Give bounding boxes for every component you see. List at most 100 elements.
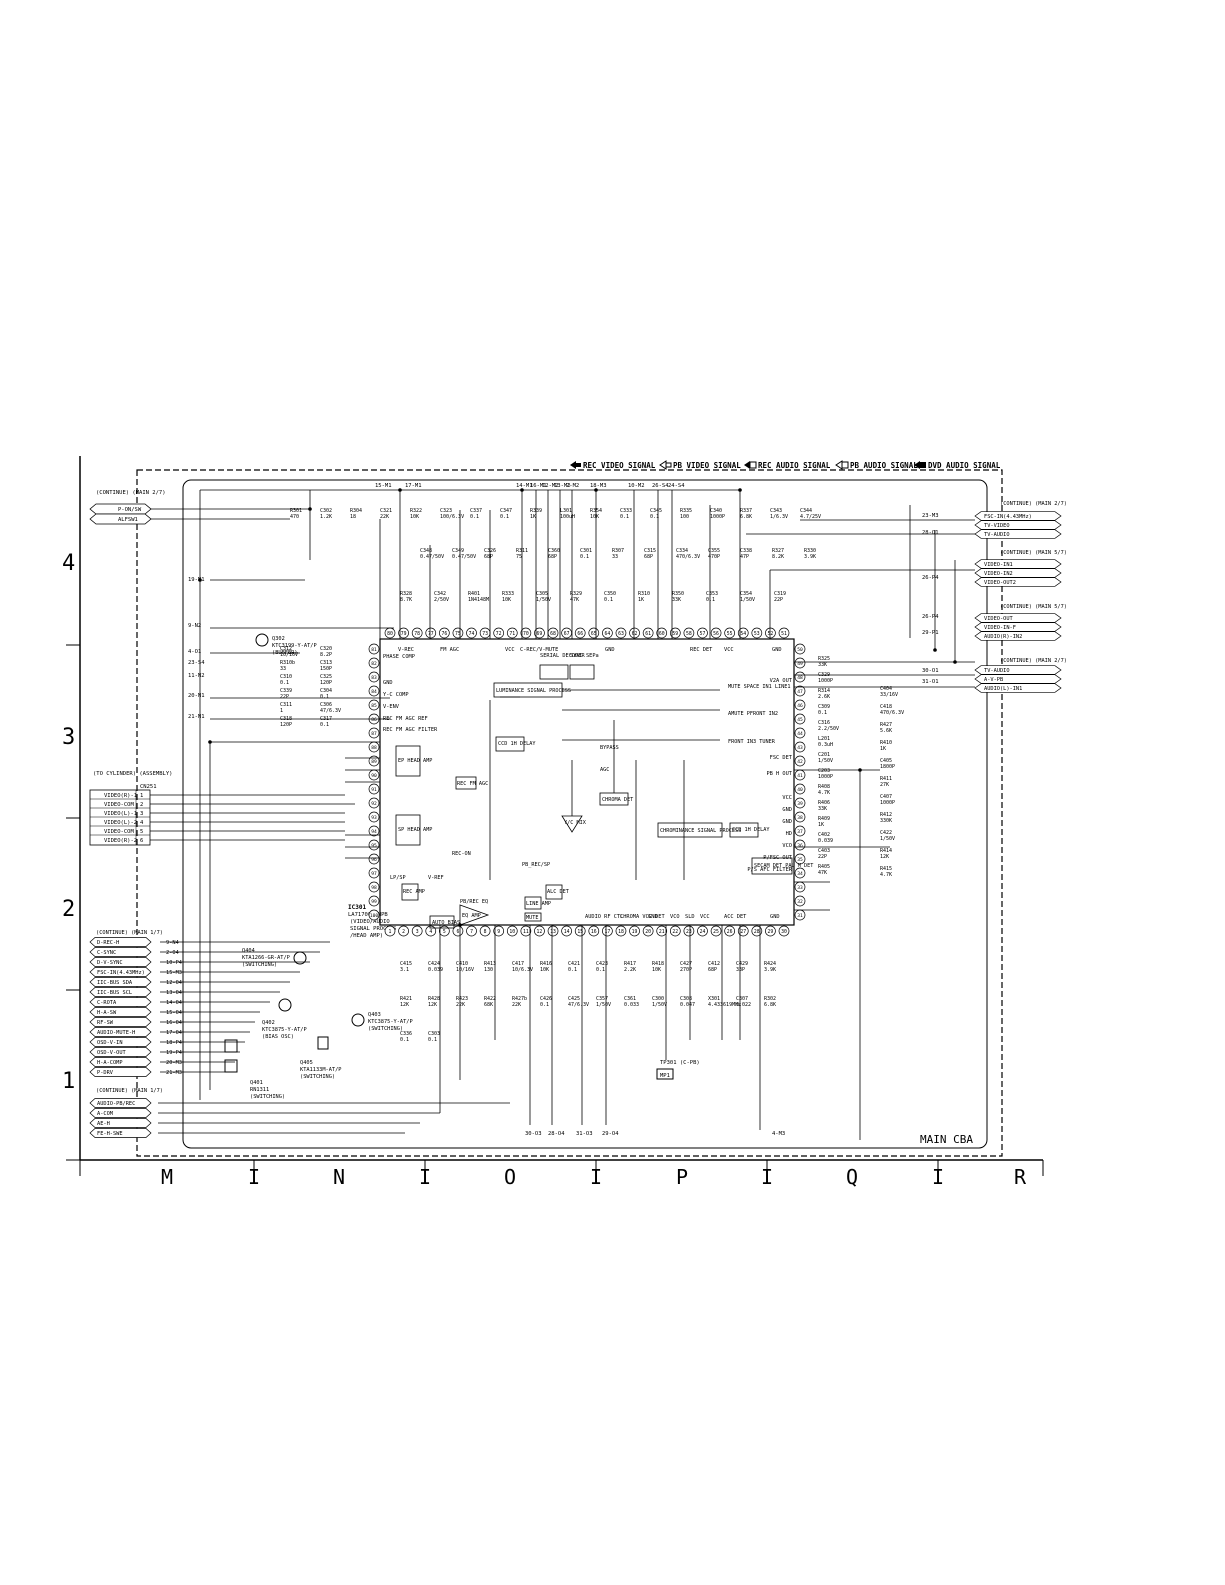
component-ref: R302 xyxy=(764,996,776,1002)
q402-symbol xyxy=(278,998,292,1012)
lp-sp-label: LP/SP xyxy=(390,875,406,881)
component-value: 68P xyxy=(484,554,493,560)
grid-frame xyxy=(66,456,1044,1176)
ic-pin xyxy=(683,627,695,639)
component-value: 2.6K xyxy=(818,694,830,700)
q401-part: RN1311 xyxy=(250,1087,269,1093)
component-ref: C429 xyxy=(736,961,748,967)
main17-code: 16-O4 xyxy=(166,1020,182,1026)
component-value: 1.2K xyxy=(320,514,332,520)
ic-pin xyxy=(602,627,613,639)
top-code-3: 16-M1 xyxy=(530,483,547,489)
ic301: IC301 LA71700M MPB (VIDEO/AUDIO SIGNAL P… xyxy=(348,627,806,939)
component-ref: R410 xyxy=(880,740,892,746)
bottom-line: FE-H-SWE xyxy=(97,1131,123,1137)
component-ref: C338 xyxy=(740,548,752,554)
ic-pin-number: 6 xyxy=(456,929,459,935)
grid-col-i2: I xyxy=(419,1165,431,1189)
ic-pin-number: 64 xyxy=(604,631,610,637)
component-value: 2.2K xyxy=(624,967,636,973)
component-value: 68P xyxy=(644,554,653,560)
legend-rec-video: REC VIDEO SIGNAL xyxy=(583,461,656,470)
component-ref: R418 xyxy=(652,961,664,967)
ic-pin xyxy=(574,925,586,937)
ic-pin-number: 79 xyxy=(401,631,407,637)
ic-right-label-5: GND xyxy=(782,819,792,825)
component-value: 1K xyxy=(638,597,644,603)
bottom-code-3: 29-O4 xyxy=(602,1131,619,1137)
ic-pin-number: 15 xyxy=(577,929,583,935)
component-value: 330K xyxy=(880,818,892,824)
ic-top-label-7: REC DET xyxy=(690,647,713,653)
ic-pin xyxy=(588,925,600,937)
component-ref: C326 xyxy=(484,548,496,554)
right-g2-header: (CONTINUE) (MAIN 5/7) xyxy=(1000,550,1067,556)
line-amp-block xyxy=(524,896,542,910)
component-ref: R412 xyxy=(880,812,892,818)
ic-pin-number: 53 xyxy=(754,631,760,637)
ic-pin-number: 94 xyxy=(371,829,377,835)
component-value: 68K xyxy=(484,1002,493,1008)
component-ref: C410 xyxy=(456,961,468,967)
component-value: 0.1 xyxy=(428,1037,437,1043)
ic-pin-number: 48 xyxy=(797,675,803,681)
component-ref: C357 xyxy=(596,996,608,1002)
ic-pin-number: 57 xyxy=(700,631,706,637)
right-line: TV-AUDIO xyxy=(984,532,1010,538)
ic-pin xyxy=(629,627,640,639)
component-ref: C343 xyxy=(770,508,782,514)
right-g4-header: (CONTINUE) (MAIN 2/7) xyxy=(1000,658,1067,664)
ic-pin xyxy=(794,895,806,907)
q403-role: (SWITCHING) xyxy=(368,1026,403,1032)
ic-pin xyxy=(493,627,505,639)
ic-pin-number: 92 xyxy=(371,801,377,807)
component-ref: C339 xyxy=(280,688,292,694)
component-ref: C402 xyxy=(818,832,830,838)
q401-symbol xyxy=(224,1039,238,1053)
component-value: 10/6.3V xyxy=(512,967,533,973)
test-point-1: MP1 xyxy=(660,1073,670,1079)
ic-pin xyxy=(615,925,627,937)
main17-code: 12-O4 xyxy=(166,980,182,986)
component-value: 0.1 xyxy=(500,514,509,520)
ic-pin xyxy=(368,755,380,767)
ic-pin-number: 3 xyxy=(416,929,419,935)
ic-pin-number: 25 xyxy=(713,929,719,935)
component-value: 0.1 xyxy=(470,514,479,520)
ic-pin-number: 1 xyxy=(389,929,392,935)
pb-video-arrow-icon xyxy=(659,460,667,470)
main17-code: 20-M3 xyxy=(166,1060,182,1066)
ic-pin-number: 4 xyxy=(429,929,432,935)
main17-code: 15-M3 xyxy=(166,970,182,976)
component-ref: X301 xyxy=(708,996,720,1002)
ic-pin xyxy=(794,755,806,767)
bottom-code-0: 30-O3 xyxy=(525,1131,542,1137)
secam-label: SECAM DET PAL M DET xyxy=(754,863,813,869)
ic-bottom-label-1: CHROMA VCC DET xyxy=(620,914,665,920)
right-code-g4-1: 31-O1 xyxy=(922,679,939,685)
cylinder-pin-5: 6 xyxy=(140,838,143,844)
right-line: VIDEO-OUT2 xyxy=(984,580,1016,586)
v-ref-label: V-REF xyxy=(428,875,444,881)
component-value: 120P xyxy=(280,722,292,728)
component-ref: C201 xyxy=(818,752,830,758)
legend-dvd-audio: DVD AUDIO SIGNAL xyxy=(928,461,1001,470)
component-ref: C426 xyxy=(540,996,552,1002)
ic-pin-number: 58 xyxy=(686,631,692,637)
component-value: 10/16V xyxy=(280,652,298,658)
junctions xyxy=(198,488,957,927)
ic-pin-number: 88 xyxy=(371,745,377,751)
component-value: 0.1 xyxy=(320,722,329,728)
grid-col-o: O xyxy=(504,1165,516,1189)
left-code-4: 11-N2 xyxy=(188,673,205,679)
test-points: TP301 (C-PB) MP1 xyxy=(656,1060,700,1080)
q403-ref: Q403 xyxy=(368,1012,381,1018)
component-value: 120P xyxy=(320,680,332,686)
right-line: TV-AUDIO xyxy=(984,668,1010,674)
component-ref: C417 xyxy=(512,961,524,967)
ic-pin-number: 17 xyxy=(604,929,610,935)
ic-pin xyxy=(794,853,806,865)
top-code-10: 24-S4 xyxy=(668,483,685,489)
q405-role: (SWITCHING) xyxy=(300,1074,335,1080)
bottom-row-box xyxy=(89,1128,152,1138)
